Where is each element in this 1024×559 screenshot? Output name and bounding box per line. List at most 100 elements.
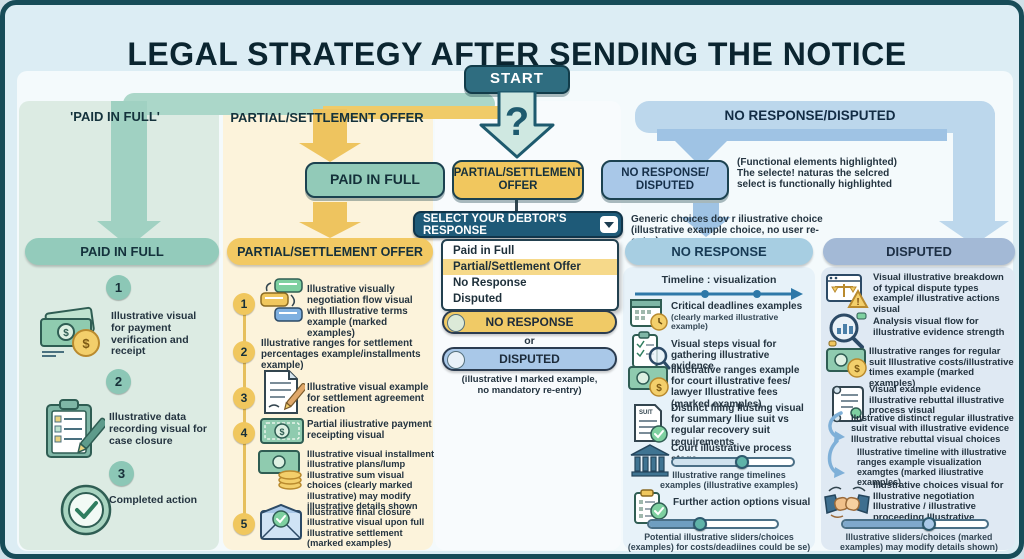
item-text: Illustrative visual example for settleme… [307, 382, 429, 415]
clipboard-pen-icon [46, 399, 105, 458]
calendar-clock-icon [630, 299, 668, 331]
question-arrow: ? [479, 91, 555, 159]
svg-text:$: $ [82, 336, 90, 351]
item-text: Illustrative data recording visual for c… [109, 411, 208, 447]
item-text: Illustrative visually negotiation flow v… [307, 284, 413, 339]
item-text: Illustrative timeline with illustrative … [857, 447, 1007, 488]
settlement-document-icon [264, 370, 305, 414]
timeline-arrow [635, 288, 803, 300]
dropdown-option-no-response[interactable]: No Response [453, 277, 527, 289]
column-header-partial: PARTIAL/SETTLEMENT OFFER [227, 238, 433, 265]
item-text: Ilustrative distinct regular illustrativ… [851, 413, 1014, 444]
debtor-response-dropdown[interactable]: SELECT YOUR DEBTOR'S RESPONSE [413, 211, 623, 238]
evidence-clipboard-magnifier-icon [632, 331, 671, 370]
column-footer-caption: Potential illustrative sliders/choices (… [627, 532, 811, 552]
item-text: Critical deadlines examples [671, 301, 803, 312]
toggle-knob[interactable] [447, 351, 465, 369]
slider-thumb[interactable] [735, 455, 750, 469]
payment-bill-icon: $ [260, 418, 304, 444]
item-text: Distinct filing llusting visual for summ… [671, 403, 804, 448]
dropdown-options-list: Paid in Full Partial/Settlement Offer No… [441, 239, 619, 311]
flow-arrows [97, 93, 1009, 247]
column-header-no-response: NO RESPONSE [625, 238, 813, 265]
or-label: or [524, 335, 535, 347]
disputed-pill[interactable]: DISPUTED [442, 347, 617, 371]
item-subtext: (clearly marked illustrative example) [671, 312, 779, 332]
dropdown-option-partial[interactable]: Partial/Settlement Offer [443, 259, 617, 275]
column-header-disputed: DISPUTED [823, 238, 1015, 265]
item-text: Completed action [109, 494, 198, 506]
toggle-knob[interactable] [447, 314, 465, 332]
question-mark: ? [505, 100, 529, 144]
pills-caption: (illustrative I marked example, no manda… [461, 374, 598, 396]
disputed-slider[interactable] [841, 517, 989, 531]
item-text: Visual steps visual for gathering illust… [671, 339, 777, 373]
handshake-icon [824, 486, 870, 519]
paid-in-full-button[interactable]: PAID IN FULL [305, 162, 445, 198]
svg-text:$: $ [63, 328, 69, 339]
step-line [243, 305, 246, 517]
column-header-paid-in-full: PAID IN FULL [25, 238, 219, 265]
dropdown-option-paid-in-full[interactable]: Paid in Full [453, 245, 515, 257]
svg-text:$: $ [279, 427, 284, 437]
dropdown-label: SELECT YOUR DEBTOR'S RESPONSE [423, 212, 567, 237]
step-badge: 1 [233, 293, 255, 315]
dropdown-note: Generic choices dov r iliustrative choic… [631, 214, 823, 247]
no-response-disputed-button[interactable]: NO RESPONSE/ DISPUTED [601, 160, 729, 200]
svg-text:$: $ [656, 383, 662, 394]
no-response-pill-label: NO RESPONSE [485, 315, 574, 329]
item-text: Visual example evidence illustrative reb… [869, 384, 1005, 417]
item-text: Illustrative choices visual for Illustra… [873, 480, 1004, 523]
item-text: Illustrative visual for payment verifica… [111, 310, 197, 358]
suit-costs-money-icon: $ [826, 348, 867, 378]
item-text: Partial iliustrative payment receipting … [307, 419, 432, 441]
item-text: Illustrative visual installment illustra… [307, 449, 435, 512]
step-badge: 3 [109, 461, 134, 486]
installment-coins-icon [258, 450, 302, 490]
item-text: Illustrative ranges example for court il… [671, 365, 800, 410]
branch-arrows-icon [827, 411, 845, 478]
no-response-pill[interactable]: NO RESPONSE [442, 310, 617, 334]
item-text: Illustrative final closure illustrative … [307, 507, 425, 549]
dispute-scales-warning-icon: ! [826, 274, 869, 308]
further-action-clipboard-icon [634, 489, 668, 524]
item-text: Illustrative ranges for settlement perce… [261, 338, 421, 371]
step-badge: 5 [233, 513, 255, 535]
step-badge: 2 [233, 341, 255, 363]
chevron-down-icon[interactable] [600, 216, 618, 233]
svg-text:!: ! [856, 297, 859, 308]
suit-filing-icon: SUIT [634, 404, 668, 443]
timeline-title: Timeline : visualization [661, 274, 777, 286]
svg-text:SUIT: SUIT [639, 410, 653, 416]
courthouse-icon [630, 444, 670, 477]
column-footer-caption: Illustrative sliders/choices (marked exa… [840, 532, 998, 552]
item-text: Illustrative ranges for regular suit Ill… [869, 346, 1014, 389]
costs-deadlines-slider[interactable] [647, 517, 779, 531]
dropdown-option-disputed[interactable]: Disputed [453, 293, 503, 305]
partial-settlement-button[interactable]: PARTIAL/SETTLEMENT OFFER [452, 160, 584, 200]
functional-note: (Functional elements highlighted) The se… [737, 157, 897, 191]
court-fees-money-icon: $ [628, 366, 669, 397]
branch-header-paid: 'PAID IN FULL' [70, 109, 160, 124]
process-stage-slider[interactable] [671, 455, 795, 469]
disputed-pill-label: DISPUTED [499, 352, 560, 366]
slider-thumb[interactable] [922, 517, 937, 531]
closure-envelope-icon [260, 503, 302, 540]
step-badge: 1 [106, 275, 131, 300]
step-badge: 4 [233, 422, 255, 444]
money-receipt-icon: $ $ [40, 306, 100, 357]
start-button[interactable]: START [464, 65, 570, 94]
svg-text:$: $ [854, 364, 860, 375]
item-subtext: Illustrative range timelines examples (i… [659, 470, 799, 490]
branch-header-no-response-disputed: NO RESPONSE/DISPUTED [724, 108, 896, 123]
step-badge: 3 [233, 387, 255, 409]
slider-thumb[interactable] [692, 517, 707, 531]
step-badge: 2 [106, 369, 131, 394]
analysis-magnifier-chart-icon [828, 312, 867, 349]
chat-bubbles-icon [260, 278, 303, 322]
branch-header-partial: PARTIAL/SETTLEMENT OFFER [230, 110, 424, 125]
item-text: Analysis visual flow for illustrative ev… [873, 316, 1005, 338]
check-circle-icon [60, 484, 112, 536]
item-text: Further action options visual [673, 497, 811, 508]
